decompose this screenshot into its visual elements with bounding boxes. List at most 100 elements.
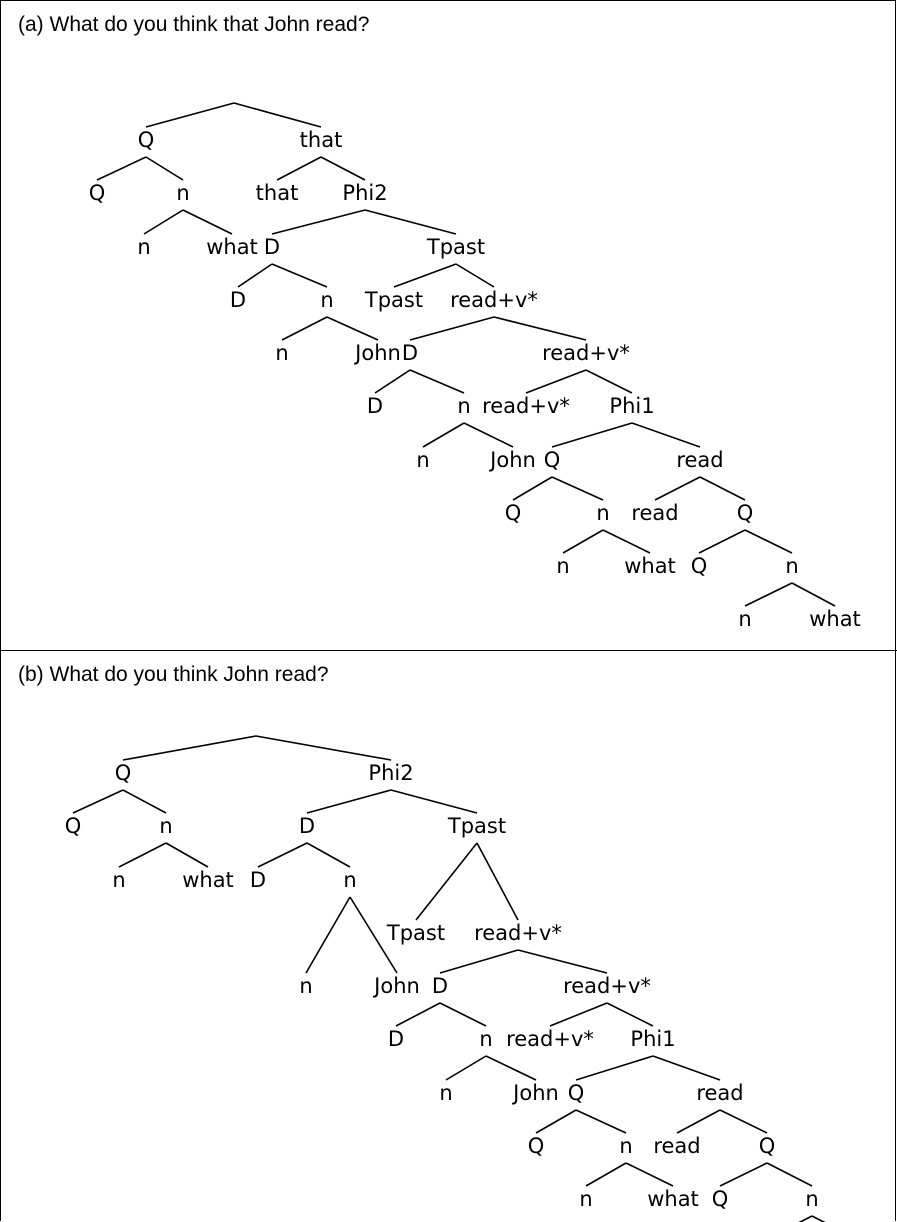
panel-a-tree-node-label: Q bbox=[737, 501, 754, 525]
panel-a-tree-edge bbox=[455, 263, 495, 288]
panel-a-tree-node-label: n bbox=[556, 554, 569, 578]
panel-a-tree-edge bbox=[602, 529, 651, 554]
panel-a-tree-node-label: read+v* bbox=[542, 341, 630, 365]
panel-a-tree-node-label: read bbox=[676, 448, 723, 472]
panel-b-tree-node-label: read bbox=[653, 1134, 700, 1158]
panel-a-tree-node-label: Q bbox=[691, 554, 708, 578]
panel-a-tree-edge bbox=[493, 316, 587, 341]
panel-b-tree-node-label: D bbox=[299, 814, 315, 838]
panel-b-tree-edge bbox=[306, 842, 351, 868]
panel-b-tree-edge bbox=[575, 1109, 627, 1134]
panel-b-tree-node-label: what bbox=[182, 868, 234, 892]
panel-a-tree-node-label: n bbox=[457, 394, 470, 418]
panel-b-tree-node-label: John bbox=[372, 974, 420, 998]
panel-a-tree-node-label: Phi1 bbox=[609, 394, 654, 418]
panel-b-tree-node-label: read bbox=[696, 1081, 743, 1105]
panel-a-tree-edge bbox=[96, 156, 147, 181]
panel-b-tree-edge bbox=[476, 842, 519, 921]
panel-divider bbox=[0, 650, 897, 651]
panel-b-tree-node-label: read+v* bbox=[563, 974, 651, 998]
panel-b-tree-edge bbox=[719, 1109, 768, 1134]
panel-b-tree-edge bbox=[585, 1162, 627, 1187]
panel-a-tree-edge bbox=[525, 369, 587, 394]
panel-a-tree-edge bbox=[364, 209, 457, 235]
panel-a-tree-edge bbox=[744, 582, 793, 607]
panel-b-tree-edge bbox=[165, 842, 209, 868]
panel-a-tree-edge bbox=[271, 263, 328, 288]
panel-a-tree-edge bbox=[551, 476, 604, 501]
panel-b-tree-edge bbox=[811, 1215, 826, 1222]
panel-a-tree-node-label: n bbox=[176, 181, 189, 205]
panel-b-tree-node-label: Q bbox=[712, 1187, 729, 1211]
panel-a-tree-edge bbox=[182, 209, 233, 235]
panel-a-tree-node-label: D bbox=[402, 341, 418, 365]
panel-a-tree-edge bbox=[233, 102, 322, 128]
panel-b-tree-node-label: n bbox=[112, 868, 125, 892]
panel-a-tree-edge bbox=[463, 422, 514, 448]
panel-a-tree-edge bbox=[374, 369, 411, 394]
panel-b-tree-node-label: Q bbox=[65, 814, 82, 838]
panel-b-tree-edge bbox=[549, 1002, 608, 1027]
panel-a-tree-node-label: n bbox=[275, 341, 288, 365]
panel-b-tree-edge bbox=[305, 896, 351, 974]
panel-a-tree-node-label: what bbox=[206, 235, 258, 259]
panel-a-tree-edge bbox=[744, 529, 793, 554]
panel-a-tree-node-label: John bbox=[488, 448, 536, 472]
panel-b-tree-edge bbox=[390, 789, 478, 814]
panel-b-tree-node-label: Tpast bbox=[447, 814, 506, 838]
panel-b-tree-node-label: what bbox=[647, 1187, 699, 1211]
panel-b-tree-edge bbox=[122, 735, 257, 761]
panel-a-tree-node-label: that bbox=[256, 181, 299, 205]
panel-a-tree-node-label: Q bbox=[89, 181, 106, 205]
panel-b-tree-edge bbox=[625, 1162, 674, 1187]
panel-a-tree-node-label: John bbox=[353, 341, 401, 365]
panel-a-tree-edge bbox=[281, 316, 328, 341]
panel-b-tree-node-label: Tpast bbox=[386, 921, 445, 945]
panel-b-tree-edge bbox=[395, 1002, 441, 1027]
panel-a-tree-node-label: that bbox=[300, 128, 343, 152]
panel-b-tree-node-label: n bbox=[579, 1187, 592, 1211]
panel-b-tree-edge bbox=[415, 842, 478, 921]
panel-a-tree-edge bbox=[585, 369, 633, 394]
panel-a-tree-node-label: read bbox=[631, 501, 678, 525]
panel-a-tree-node-label: what bbox=[624, 554, 676, 578]
panel-b-tree-edge bbox=[445, 1055, 487, 1081]
panel-a-tree-edge bbox=[698, 529, 746, 554]
panel-a-tree-edge bbox=[791, 582, 836, 607]
panel-a-tree-edge bbox=[393, 263, 457, 288]
panel-b-tree-edge bbox=[255, 735, 392, 761]
panel-b-tree-edge bbox=[118, 842, 167, 868]
panel-b-tree-edge bbox=[306, 789, 392, 814]
panel-b-tree-node-label: read+v* bbox=[506, 1027, 594, 1051]
panel-a-tree-node-label: Q bbox=[544, 448, 561, 472]
panel-b-tree-node-label: D bbox=[388, 1027, 404, 1051]
panel-b-tree-edge bbox=[122, 789, 167, 814]
panel-a-tree-node-label: n bbox=[738, 607, 751, 631]
panel-a-tree-node-label: n bbox=[785, 554, 798, 578]
panel-a-tree-edge bbox=[699, 476, 746, 501]
panel-a-tree-edge bbox=[409, 369, 465, 394]
panel-a-tree-edge bbox=[654, 476, 701, 501]
panel-b-tree-edge bbox=[798, 1215, 813, 1222]
panel-a-tree-edge bbox=[512, 476, 553, 501]
panel-a-tree-node-label: Phi2 bbox=[342, 181, 387, 205]
panel-b-tree-edge bbox=[485, 1055, 537, 1081]
panel-a-tree-edge bbox=[551, 422, 633, 448]
panel-b-tree-node-label: n bbox=[619, 1134, 632, 1158]
panel-a-tree-edge bbox=[145, 102, 235, 128]
panel-a-tree-node-label: D bbox=[230, 288, 246, 312]
panel-b-tree-node-label: n bbox=[805, 1187, 818, 1211]
panel-b-tree-node-label: Q bbox=[568, 1081, 585, 1105]
panel-b-tree-edge bbox=[535, 1109, 577, 1134]
panel-b-tree-edge bbox=[575, 1055, 654, 1081]
panel-b-tree-edge bbox=[349, 896, 398, 974]
panel-b-tree-edge bbox=[72, 789, 124, 814]
panel-b-tree-edge bbox=[652, 1055, 721, 1081]
panel-b-tree-node-label: n bbox=[343, 868, 356, 892]
panel-b-tree-edge bbox=[439, 949, 519, 974]
panel-b-title: (b) What do you think John read? bbox=[18, 663, 329, 686]
panel-a-tree-node-label: what bbox=[809, 607, 861, 631]
